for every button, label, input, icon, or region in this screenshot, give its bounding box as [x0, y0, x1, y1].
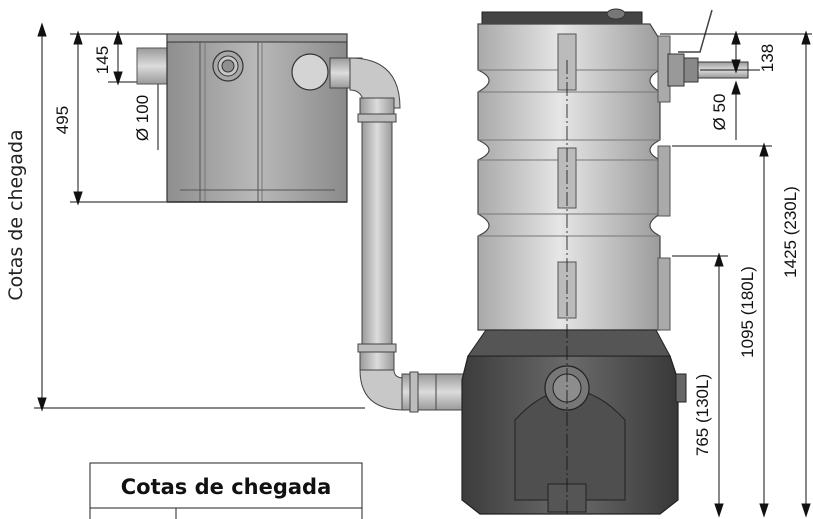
outlet-diameter-dimension	[731, 80, 741, 140]
height-180-dimension	[672, 142, 772, 518]
outlet-offset-label: 138	[758, 44, 777, 72]
arrival-dimension	[34, 22, 365, 412]
tank-body	[477, 8, 671, 331]
lid-handle-icon	[606, 8, 626, 20]
table-title: Cotas de chegada	[121, 475, 332, 499]
box-height-dimension	[70, 30, 168, 206]
height-230-label: 1425 (230L)	[781, 186, 800, 278]
outlet-offset-dimension	[660, 30, 812, 74]
height-130-label: 765 (130L)	[693, 374, 712, 456]
height-230-dimension	[801, 30, 811, 518]
inlet-box	[166, 33, 348, 203]
outlet-port-icon	[291, 53, 329, 91]
inlet-diameter-label: Ø 100	[133, 95, 152, 141]
height-180-label: 1095 (180L)	[738, 266, 757, 358]
arrival-table: Cotas de chegada	[89, 462, 363, 519]
tank-base	[461, 329, 687, 515]
box-height-label: 495	[53, 106, 72, 134]
inlet-pipe	[136, 47, 172, 85]
connection-pipe	[329, 57, 467, 413]
side-label: Cotas de chegada	[5, 129, 27, 300]
height-130-dimension	[672, 252, 728, 518]
inlet-offset-label: 145	[93, 46, 112, 74]
outlet-diameter-label: Ø 50	[710, 94, 729, 131]
